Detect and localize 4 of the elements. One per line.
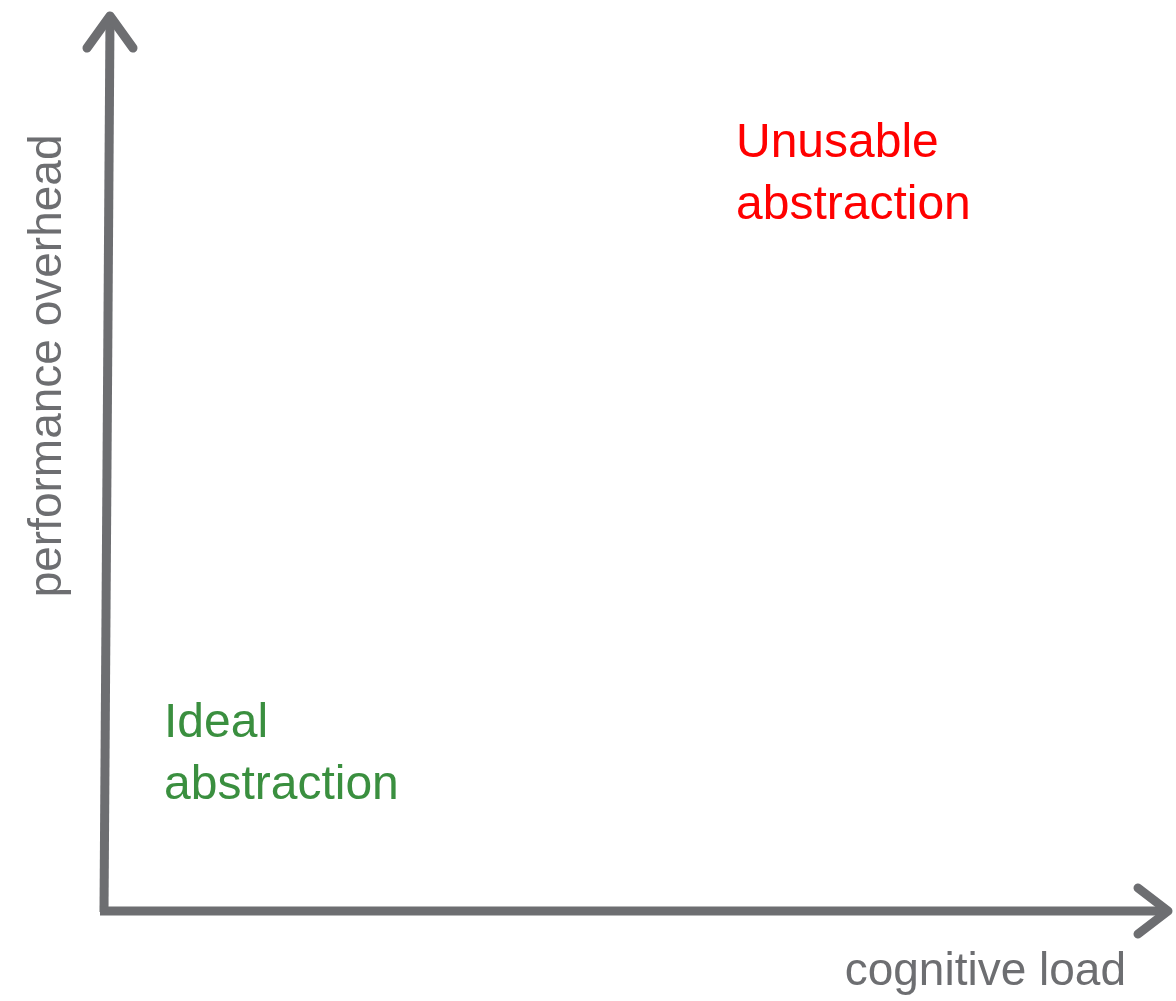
quadrant-label: Unusable abstraction [736, 113, 972, 232]
axis-label: performance overhead [18, 133, 73, 600]
quadrant-label: Ideal abstraction [164, 693, 400, 812]
axis-label: cognitive load [844, 942, 1126, 997]
